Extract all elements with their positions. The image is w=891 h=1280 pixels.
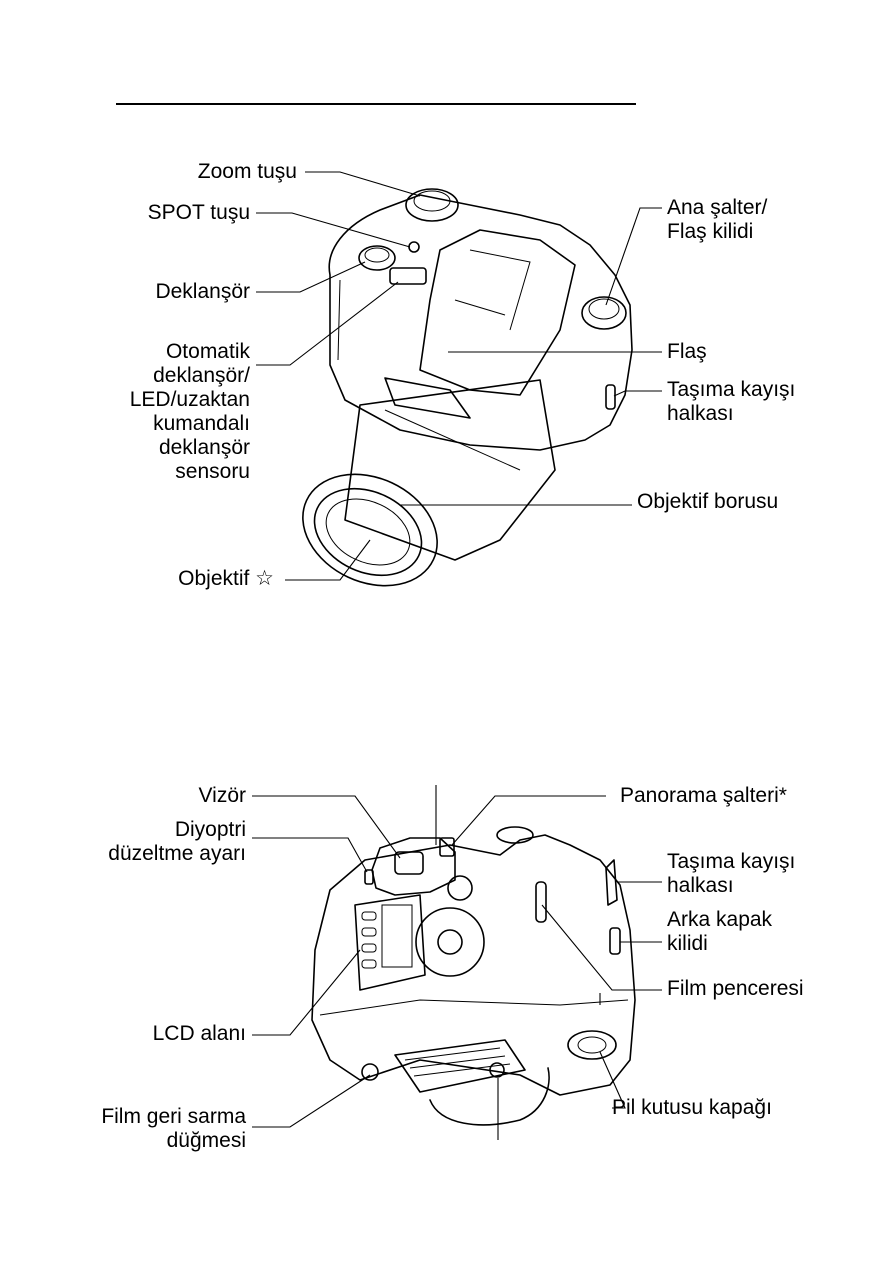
front-camera-drawing xyxy=(302,188,633,587)
label-strap-eyelet-front-line-1: Taşıma kayışı xyxy=(667,378,796,401)
label-zoom-button: Zoom tuşu xyxy=(197,160,297,183)
label-self-timer-line-6: sensoru xyxy=(175,460,250,483)
label-strap-eyelet-back: Taşıma kayışı halkası xyxy=(667,850,795,898)
label-film-rewind: Film geri sarma düğmesi xyxy=(101,1105,246,1153)
label-self-timer-sensor: Otomatik deklanşör/ LED/uzaktan kumandal… xyxy=(130,340,250,484)
label-strap-eyelet-front: Taşıma kayışı halkası xyxy=(667,378,795,426)
header-rule xyxy=(116,103,636,105)
label-self-timer-line-2: deklanşör/ xyxy=(153,364,250,387)
label-lens-barrel: Objektif borusu xyxy=(637,490,779,513)
label-self-timer-line-3: LED/uzaktan xyxy=(129,388,250,411)
label-spot-button: SPOT tuşu xyxy=(147,201,250,224)
label-film-rewind-line-2: düğmesi xyxy=(166,1129,246,1152)
label-back-cover-lock-line-1: Arka kapak xyxy=(667,908,773,931)
label-diopter-line-1: Diyoptri xyxy=(174,818,246,841)
label-shutter-button: Deklanşör xyxy=(155,280,250,303)
label-self-timer-line-5: deklanşör xyxy=(158,436,250,459)
label-viewfinder: Vizör xyxy=(198,784,246,807)
label-main-switch: Ana şalter/ Flaş kilidi xyxy=(667,196,767,244)
label-film-rewind-line-1: Film geri sarma xyxy=(101,1105,246,1128)
back-leader-lines xyxy=(252,785,662,1140)
label-back-cover-lock-line-2: kilidi xyxy=(667,932,708,955)
back-camera-drawing xyxy=(311,826,636,1126)
label-back-cover-lock: Arka kapak kilidi xyxy=(667,908,772,956)
label-main-switch-line-2: Flaş kilidi xyxy=(667,220,754,243)
label-flash: Flaş xyxy=(667,340,707,363)
label-diopter: Diyoptri düzeltme ayarı xyxy=(108,818,246,866)
label-panorama-switch: Panorama şalteri* xyxy=(620,784,787,807)
label-strap-eyelet-back-line-2: halkası xyxy=(667,874,734,897)
front-leader-lines xyxy=(256,171,662,581)
label-film-window: Film penceresi xyxy=(667,977,804,1000)
label-diopter-line-2: düzeltme ayarı xyxy=(108,842,246,865)
label-strap-eyelet-front-line-2: halkası xyxy=(667,402,734,425)
label-self-timer-line-4: kumandalı xyxy=(153,412,250,435)
label-battery-cover: Pil kutusu kapağı xyxy=(612,1096,772,1119)
label-lens: Objektif ☆ xyxy=(178,567,274,590)
label-strap-eyelet-back-line-1: Taşıma kayışı xyxy=(667,850,796,873)
label-main-switch-line-1: Ana şalter/ xyxy=(667,196,768,219)
label-self-timer-line-1: Otomatik xyxy=(165,340,250,363)
label-lcd-area: LCD alanı xyxy=(152,1022,246,1045)
